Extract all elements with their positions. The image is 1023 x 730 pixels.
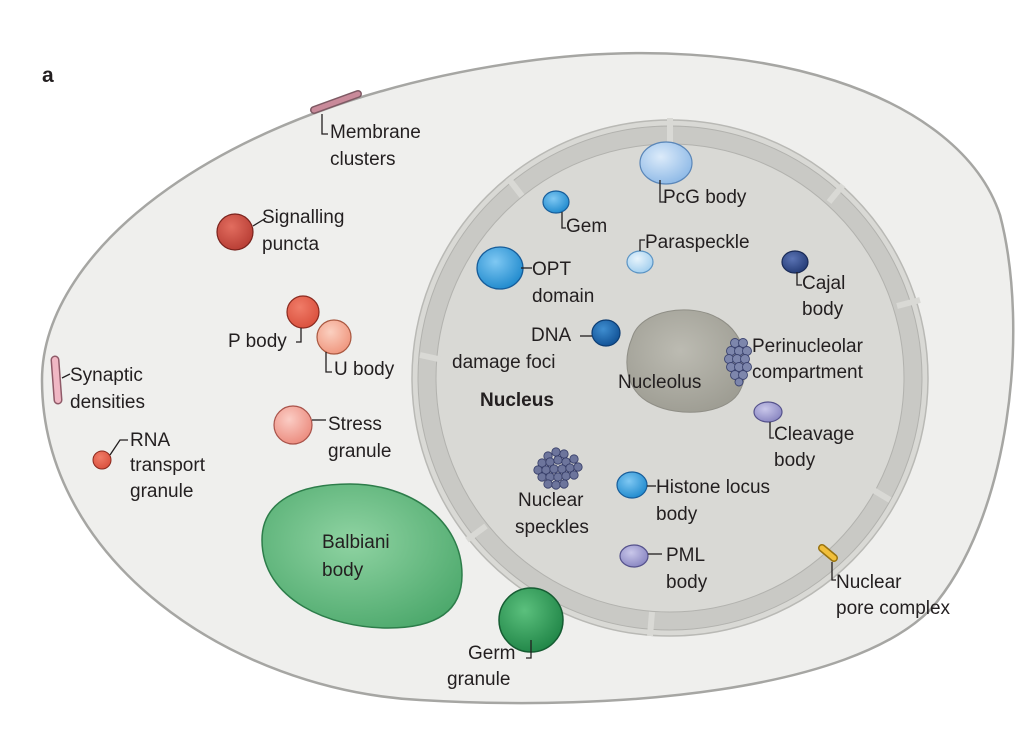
paraspeckle	[626, 250, 654, 274]
germ-granule-label: Germ granule	[447, 643, 521, 690]
membrane-clusters-label: Membrane clusters	[330, 122, 426, 170]
opt-domain-label: OPT domain	[532, 259, 594, 307]
perinucleolar-compartment-label: Perinucleolar compartment	[752, 336, 868, 383]
cajal-body-label: Cajal body	[802, 273, 851, 320]
stress-granule-label: Stress granule	[328, 414, 391, 462]
pml-body-label: PML body	[666, 545, 710, 593]
dna-damage-foci-label: DNA damage foci	[452, 325, 575, 373]
rna-transport-granule	[92, 450, 112, 470]
cleavage-body	[753, 401, 783, 423]
gem	[542, 190, 570, 214]
p-body	[286, 295, 320, 329]
panel-label: a	[42, 64, 54, 87]
gem-label: Gem	[566, 216, 607, 237]
membrane-clusters	[310, 90, 362, 135]
u-body	[316, 319, 352, 355]
nucleolus-label: Nucleolus	[618, 372, 701, 393]
signalling-puncta	[216, 213, 254, 251]
nuclear-speckles	[533, 447, 583, 490]
perinucleolar-compartment	[724, 338, 752, 387]
signalling-puncta-label: Signalling puncta	[262, 207, 350, 255]
nuclear-envelope-gaps	[419, 118, 921, 637]
histone-locus-body	[616, 471, 648, 499]
pcg-body	[639, 141, 693, 185]
nuclear-pore-complex-label: Nuclear pore complex	[836, 572, 951, 619]
pcg-body-label: PcG body	[663, 187, 747, 208]
cajal-body	[781, 250, 809, 274]
nucleolus	[626, 309, 747, 413]
paraspeckle-label: Paraspeckle	[645, 232, 750, 253]
pml-body	[619, 544, 649, 568]
histone-locus-body-label: Histone locus body	[656, 477, 775, 525]
cleavage-body-label: Cleavage body	[774, 424, 860, 471]
synaptic-densities	[50, 355, 71, 405]
u-body-label: U body	[334, 359, 395, 380]
dna-damage-foci	[591, 319, 621, 347]
rna-transport-granule-label: RNA transport granule	[130, 430, 210, 502]
p-body-label: P body	[228, 331, 287, 352]
balbiani-body-label: Balbiani body	[322, 532, 395, 581]
balbiani-body	[261, 483, 463, 629]
opt-domain	[476, 246, 524, 290]
nuclear-pore-complex	[818, 544, 838, 581]
nuclear-speckles-label: Nuclear speckles	[515, 490, 589, 538]
nucleus-label: Nucleus	[480, 390, 554, 411]
stress-granule	[273, 405, 313, 445]
synaptic-densities-label: Synaptic densities	[70, 365, 148, 413]
